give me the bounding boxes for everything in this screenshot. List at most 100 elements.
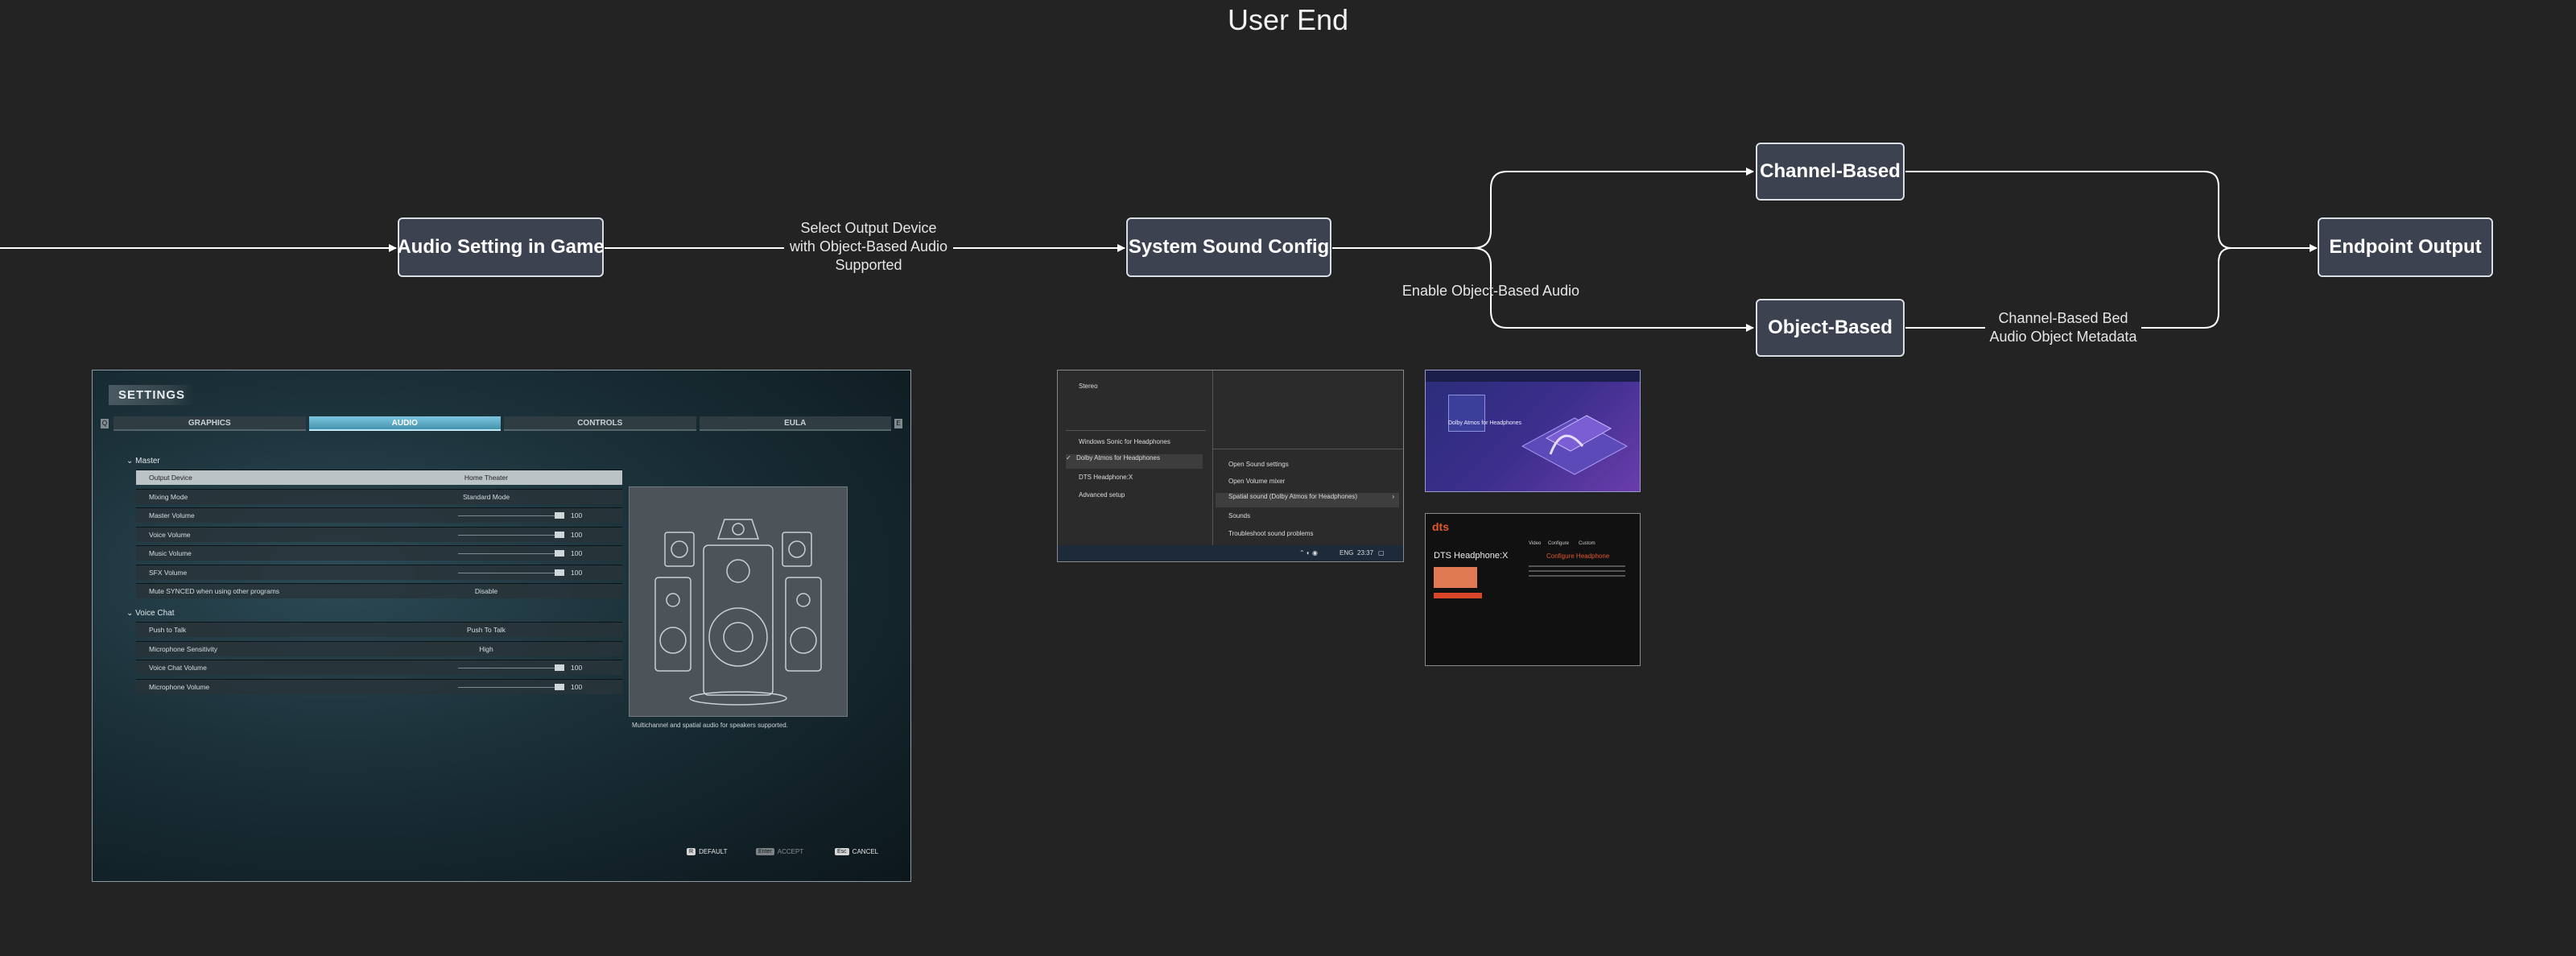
edge-channel-out [1905, 172, 2231, 248]
dropdown-value[interactable]: Standard Mode [418, 493, 555, 501]
settings-row-label: SFX Volume [149, 569, 187, 577]
button-label: ACCEPT [778, 848, 803, 855]
menu-item-troubleshoot[interactable]: Troubleshoot sound problems [1228, 530, 1314, 537]
dropdown-value[interactable]: Disable [418, 587, 555, 595]
accept-button[interactable]: Enter ACCEPT [756, 845, 803, 858]
settings-header: SETTINGS [109, 385, 195, 405]
key-hint: Esc [835, 848, 849, 855]
menu-item-sounds[interactable]: Sounds [1228, 512, 1250, 519]
slider-handle[interactable] [555, 684, 564, 690]
settings-row[interactable]: Master Volume 100 [136, 507, 622, 523]
dropdown-value[interactable]: Push To Talk [418, 626, 555, 634]
slider-value: 100 [571, 664, 582, 672]
dolby-atmos-app-screenshot: Dolby Atmos for Headphones [1425, 370, 1641, 492]
speaker-caption: Multichannel and spatial audio for speak… [632, 722, 788, 729]
menu-item-windows-sonic[interactable]: Windows Sonic for Headphones [1079, 438, 1170, 445]
speaker-preview [629, 486, 848, 717]
section-voice-chat: ⌄ Voice Chat [126, 609, 175, 618]
edge-label-line: Select Output Device [776, 219, 961, 238]
section-title: Master [135, 457, 160, 466]
slider-value: 100 [571, 531, 582, 539]
dts-tab-custom[interactable]: Custom [1579, 541, 1596, 546]
app-title: Dolby Atmos for Headphones [1448, 420, 1521, 426]
check-icon: ✓ [1066, 454, 1073, 461]
edge-label-line: Audio Object Metadata [1964, 328, 2162, 346]
slider-track[interactable] [458, 535, 563, 536]
menu-divider [1066, 430, 1206, 431]
windows-sound-menu-screenshot: Stereo Windows Sonic for Headphones ✓ Do… [1057, 370, 1404, 562]
button-label: CANCEL [852, 848, 878, 855]
slider-handle[interactable] [555, 664, 564, 671]
taskbar-clock[interactable]: 23:37 [1357, 549, 1373, 557]
tab-prev-icon[interactable]: Q [101, 419, 109, 428]
dropdown-value[interactable]: Home Theater [418, 474, 555, 482]
language-indicator[interactable]: ENG [1340, 549, 1353, 557]
dts-subtitle: Configure Headphone [1546, 552, 1609, 560]
settings-row[interactable]: Mute SYNCED when using other programs Dis… [136, 583, 622, 598]
slider-handle[interactable] [555, 512, 564, 519]
menu-item-dolby-atmos[interactable]: ✓ Dolby Atmos for Headphones [1066, 454, 1203, 469]
slider-track[interactable] [458, 553, 563, 554]
slider-value: 100 [571, 511, 582, 519]
node-system-sound: System Sound Config [1126, 217, 1331, 277]
dts-description [1529, 562, 1625, 594]
dts-tab-video[interactable]: Video [1529, 541, 1541, 546]
headphones-illustration [1514, 390, 1635, 486]
node-channel-based: Channel-Based [1756, 143, 1905, 201]
menu-item-spatial-sound[interactable]: Spatial sound (Dolby Atmos for Headphone… [1216, 493, 1399, 507]
tab-next-icon[interactable]: E [894, 419, 902, 428]
settings-row[interactable]: SFX Volume 100 [136, 565, 622, 580]
notification-icon[interactable]: ▢ [1378, 549, 1385, 557]
dts-toggle[interactable] [1434, 567, 1477, 588]
slider-track[interactable] [458, 687, 563, 688]
tab-graphics[interactable]: GRAPHICS [114, 416, 306, 431]
edge-label-select-device: Select Output Device with Object-Based A… [776, 219, 961, 275]
dts-tab-configure[interactable]: Configure [1548, 541, 1569, 546]
settings-row[interactable]: Microphone Volume 100 [136, 679, 622, 694]
menu-item-open-sound-settings[interactable]: Open Sound settings [1228, 461, 1289, 468]
slider-handle[interactable] [555, 550, 564, 557]
settings-tabs: GRAPHICS AUDIO CONTROLS EULA [114, 416, 891, 431]
dts-headphonex-app-screenshot: dts DTS Headphone:X Video Configure Cust… [1425, 513, 1641, 666]
dts-app-title: DTS Headphone:X [1434, 551, 1508, 561]
settings-row[interactable]: Output Device Home Theater [136, 470, 622, 485]
section-master: ⌄ Master [126, 457, 160, 466]
tab-audio[interactable]: AUDIO [309, 416, 502, 431]
settings-row-label: Voice Chat Volume [149, 664, 207, 672]
slider-value: 100 [571, 683, 582, 691]
node-endpoint: Endpoint Output [2318, 217, 2493, 277]
dropdown-value[interactable]: High [418, 645, 555, 653]
edge-label-line: Supported [776, 256, 961, 275]
dolby-logo [1448, 395, 1485, 432]
menu-item-stereo[interactable]: Stereo [1079, 383, 1098, 390]
slider-value: 100 [571, 569, 582, 577]
slider-handle[interactable] [555, 532, 564, 538]
edge-label-line: with Object-Based Audio [776, 238, 961, 256]
edge-label-line: Channel-Based Bed [1964, 309, 2162, 328]
button-label: DEFAULT [699, 848, 727, 855]
settings-row-label: Master Volume [149, 511, 195, 519]
slider-track[interactable] [458, 515, 563, 516]
tab-controls[interactable]: CONTROLS [504, 416, 696, 431]
taskbar: ⌃ ◐ ◉ ENG 23:37 ▢ [1058, 545, 1403, 561]
dts-logo: dts [1432, 520, 1449, 533]
settings-row-label: Microphone Volume [149, 683, 209, 691]
key-hint: Enter [756, 848, 774, 855]
settings-row-label: Mute SYNCED when using other programs [149, 587, 279, 595]
menu-item-dts[interactable]: DTS Headphone:X [1079, 474, 1133, 481]
tray-icons: ⌃ ◐ ◉ [1299, 549, 1318, 557]
tab-eula[interactable]: EULA [700, 416, 892, 431]
speaker-icon [630, 487, 847, 716]
menu-item-advanced[interactable]: Advanced setup [1079, 491, 1125, 499]
menu-item-volume-mixer[interactable]: Open Volume mixer [1228, 478, 1285, 485]
settings-row[interactable]: Voice Chat Volume 100 [136, 660, 622, 675]
settings-row-label: Output Device [149, 474, 192, 482]
slider-handle[interactable] [555, 569, 564, 576]
